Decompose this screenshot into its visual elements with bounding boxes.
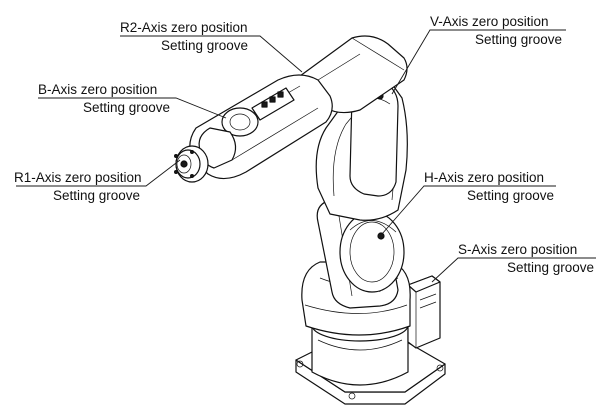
r2-label-subtitle: Setting groove xyxy=(161,38,248,53)
callout-v: V-Axis zero position Setting groove xyxy=(430,14,562,47)
r1-label-subtitle: Setting groove xyxy=(53,188,140,203)
v-label-subtitle: Setting groove xyxy=(475,32,562,47)
leader-lines xyxy=(16,29,596,283)
robot-r1-flange xyxy=(174,145,209,183)
callout-b: B-Axis zero position Setting groove xyxy=(38,82,170,115)
leader-h xyxy=(381,185,556,235)
leader-s xyxy=(431,257,596,283)
leader-v xyxy=(391,29,566,95)
h-label-title: H-Axis zero position xyxy=(424,170,544,185)
leader-r1 xyxy=(16,159,181,187)
robot-h-axis-joint xyxy=(339,211,405,293)
b-label-subtitle: Setting groove xyxy=(83,100,170,115)
leader-r2 xyxy=(120,35,303,73)
callout-s: S-Axis zero position Setting groove xyxy=(458,242,594,275)
v-label-title: V-Axis zero position xyxy=(430,14,549,29)
b-label-title: B-Axis zero position xyxy=(38,82,157,97)
callout-r1: R1-Axis zero position Setting groove xyxy=(14,170,142,203)
robot-arm-drawing xyxy=(174,35,446,405)
robot-b-axis-wrist xyxy=(198,107,259,169)
r1-label-title: R1-Axis zero position xyxy=(14,170,142,185)
s-label-title: S-Axis zero position xyxy=(458,242,577,257)
h-label-subtitle: Setting groove xyxy=(467,188,554,203)
callout-r2: R2-Axis zero position Setting groove xyxy=(120,20,248,53)
r2-label-title: R2-Axis zero position xyxy=(120,20,248,35)
callout-h: H-Axis zero position Setting groove xyxy=(424,170,554,203)
leader-b xyxy=(38,97,227,119)
s-label-subtitle: Setting groove xyxy=(507,260,594,275)
